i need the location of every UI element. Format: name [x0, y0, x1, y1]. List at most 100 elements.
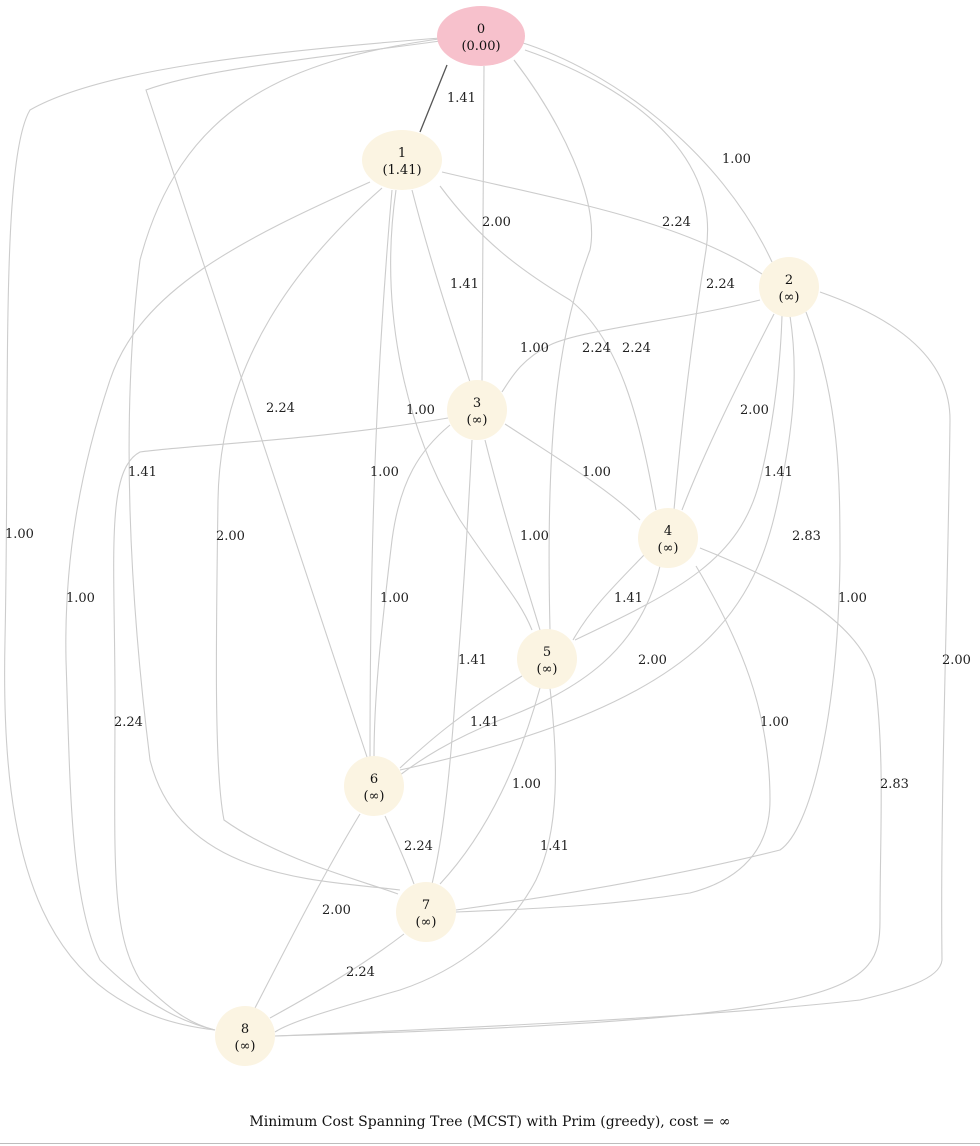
node-1-id: 1 — [398, 146, 406, 161]
edge-3-6 — [373, 424, 451, 759]
node-4-cost: (∞) — [658, 541, 679, 556]
edge-weight-2-5: 1.41 — [764, 465, 793, 480]
node-3[interactable]: 3 (∞) — [447, 380, 507, 440]
node-3-cost: (∞) — [467, 413, 488, 428]
node-6-shape — [344, 756, 404, 816]
edge-4-7 — [455, 565, 771, 913]
edge-weight-2-3: 2.24 — [582, 341, 611, 356]
edge-weight-3-6: 1.00 — [380, 591, 409, 606]
edge-3-4 — [504, 423, 641, 521]
edge-1-6 — [369, 189, 393, 759]
edge-weight-4-8: 2.83 — [880, 777, 909, 792]
node-6[interactable]: 6 (∞) — [344, 756, 404, 816]
node-2-cost: (∞) — [779, 290, 800, 305]
edge-1-5 — [390, 189, 533, 631]
edge-weight-4-7: 1.00 — [760, 715, 789, 730]
edge-weight-3-5: 1.00 — [520, 529, 549, 544]
edge-weight-2-6: 2.83 — [792, 529, 821, 544]
node-5[interactable]: 5 (∞) — [517, 629, 577, 689]
edge-weight-0-4: 2.24 — [706, 277, 735, 292]
edge-weight-6-8: 2.00 — [322, 903, 351, 918]
edge-0-8 — [4, 37, 441, 1031]
edge-weight-0-5: 1.00 — [520, 341, 549, 356]
node-0-cost: (0.00) — [461, 39, 500, 54]
edge-0-5 — [513, 59, 592, 631]
edge-3-7 — [431, 439, 473, 885]
node-6-cost: (∞) — [364, 789, 385, 804]
edge-4-5 — [572, 553, 646, 641]
node-2[interactable]: 2(∞) — [759, 257, 819, 317]
node-7-cost: (∞) — [416, 915, 437, 930]
node-2-shape — [759, 257, 819, 317]
edge-2-5 — [574, 315, 783, 641]
node-1[interactable]: 1 (1.41) — [362, 130, 442, 190]
edge-weight-4-6: 2.00 — [638, 653, 667, 668]
edge-5-7 — [439, 687, 541, 885]
edge-weight-0-7: 1.41 — [128, 465, 157, 480]
edge-3-8 — [113, 417, 449, 1031]
edge-2-7 — [455, 311, 841, 911]
node-6-id: 6 — [370, 772, 378, 787]
edges-layer — [4, 37, 951, 1037]
edge-weight-7-8: 2.24 — [346, 965, 375, 980]
edge-1-7 — [215, 187, 399, 895]
node-5-shape — [517, 629, 577, 689]
edge-weight-1-5: 1.00 — [406, 403, 435, 418]
edge-6-8 — [254, 813, 361, 1009]
edge-weight-0-6: 2.24 — [266, 401, 295, 416]
node-4-shape — [638, 508, 698, 568]
node-5-id: 5 — [543, 645, 551, 660]
edge-5-8 — [274, 687, 556, 1033]
edge-1-8 — [65, 181, 371, 1031]
edge-weight-0-2: 1.00 — [722, 152, 751, 167]
edge-weight-3-8: 2.24 — [114, 715, 143, 730]
node-0-id: 0 — [477, 22, 485, 37]
edge-weight-0-3: 2.00 — [482, 215, 511, 230]
edge-6-7 — [384, 815, 415, 885]
node-0[interactable]: 0 (0.00) — [437, 6, 525, 66]
edge-weight-5-6: 1.41 — [470, 715, 499, 730]
node-1-cost: (1.41) — [382, 163, 421, 178]
edge-weight-3-4: 1.00 — [582, 465, 611, 480]
node-0-shape — [437, 6, 525, 66]
edge-weight-1-2: 2.24 — [662, 215, 691, 230]
node-8-shape — [215, 1006, 275, 1066]
edge-weight-2-8: 2.00 — [942, 653, 971, 668]
nodes-layer: 0(0.00)1(1.41)2(∞)3(∞)4(∞)5(∞)6(∞)7(∞)8(… — [215, 6, 819, 1066]
edge-0-4 — [524, 49, 709, 511]
edge-0-2 — [519, 41, 773, 263]
node-7[interactable]: 7(∞) — [396, 882, 456, 942]
node-5-cost: (∞) — [537, 662, 558, 677]
edge-2-3 — [501, 299, 761, 393]
edge-0-1 — [419, 64, 448, 133]
node-4-id: 4 — [664, 524, 672, 539]
edge-2-4 — [681, 313, 775, 511]
edge-weight-0-8: 1.00 — [5, 527, 34, 542]
node-8[interactable]: 8(∞) — [215, 1006, 275, 1066]
edge-weight-1-4: 2.24 — [622, 341, 651, 356]
edge-weight-3-7: 1.41 — [458, 653, 487, 668]
edge-3-5 — [484, 439, 541, 631]
edge-0-3 — [481, 65, 485, 383]
node-3-shape — [447, 380, 507, 440]
edge-2-8 — [274, 291, 951, 1037]
node-3-id: 3 — [473, 396, 481, 411]
edge-1-4 — [439, 185, 657, 511]
edge-0-7 — [128, 37, 447, 891]
edge-weight-6-7: 2.24 — [404, 839, 433, 854]
bottom-divider — [0, 1143, 980, 1144]
edge-weight-5-8: 1.41 — [540, 839, 569, 854]
edge-weight-0-1: 1.41 — [447, 91, 476, 106]
node-1-shape — [362, 130, 442, 190]
edge-4-6 — [399, 565, 661, 776]
edge-5-6 — [399, 675, 523, 769]
edge-weight-2-7: 1.00 — [838, 591, 867, 606]
edge-weight-1-3: 1.41 — [450, 277, 479, 292]
edge-4-8 — [274, 547, 882, 1037]
node-7-shape — [396, 882, 456, 942]
node-4[interactable]: 4 (∞) — [638, 508, 698, 568]
edge-1-2 — [441, 171, 763, 275]
edge-7-8 — [269, 933, 405, 1019]
graph-caption: Minimum Cost Spanning Tree (MCST) with P… — [249, 1114, 731, 1130]
